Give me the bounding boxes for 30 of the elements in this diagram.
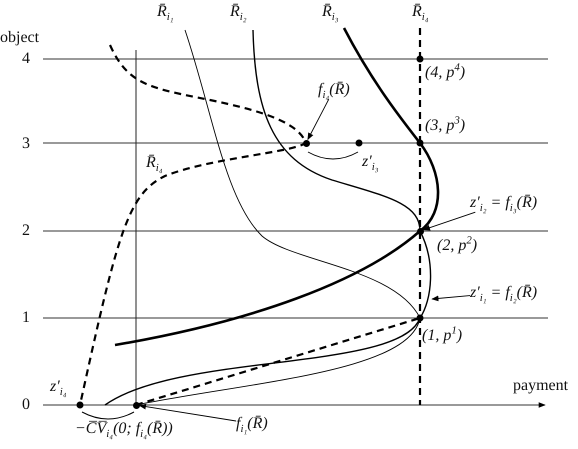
tick-label: 2 [22, 221, 30, 240]
leader-arrow [431, 295, 470, 302]
leader-arrow [138, 404, 236, 422]
math-label: −C̅V̅$_{i₄}$(0; f$_{i₄}$(R̄)) [75, 419, 173, 438]
point-marker [132, 402, 140, 408]
leader-arrow [307, 98, 330, 140]
leader-arrow [422, 212, 476, 230]
curve-label: R̄$_{i₄}$ [412, 2, 429, 22]
function-label: f$_{i₄}$(R̄) [318, 80, 350, 100]
point-label: (3, p$^{3}$) [425, 116, 466, 136]
math-label: z′$_{i₃}$ [362, 152, 379, 172]
curve-label: R̄$_{i₃}$ [322, 2, 339, 22]
curve-label: R̄$_{i₁}$ [157, 2, 174, 22]
point-label: (4, p$^{4}$) [425, 63, 466, 82]
equation-label: z′$_{i₁}$ = f$_{i₂}$(R̄) [470, 283, 538, 302]
tick-label: 1 [22, 308, 30, 328]
point-marker [416, 228, 424, 234]
point-marker [302, 140, 310, 146]
math-label: z′$_{i₄}$ [50, 377, 67, 396]
tick-label: 0 [22, 395, 30, 414]
function-label: f$_{i₁}$(R̄) [236, 414, 268, 434]
tick-label: 4 [22, 49, 30, 68]
point-label: (1, p$^{1}$) [422, 326, 462, 346]
axis-label: object [0, 28, 40, 48]
curve-label: R̄$_{i₂}$ [230, 2, 247, 22]
equation-label: z′$_{i₂}$ = f$_{i₃}$(R̄) [470, 193, 538, 212]
curve-label: R̄$_{i₄}$ [146, 153, 163, 172]
tick-label: 3 [22, 134, 30, 154]
point-label: (2, p$^{2}$) [437, 236, 478, 256]
axis-label: payment [513, 376, 568, 396]
